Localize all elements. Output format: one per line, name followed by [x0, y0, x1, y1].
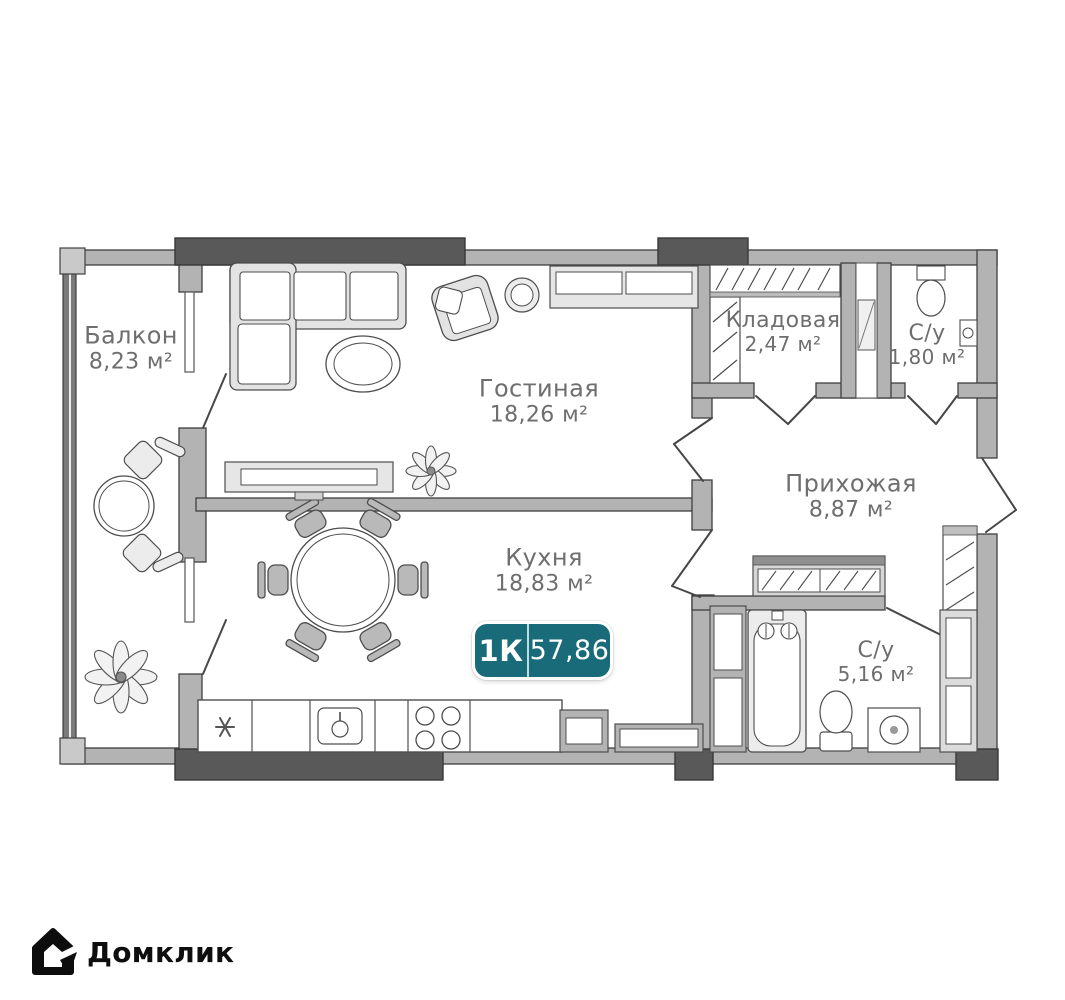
room-name: С/у [908, 320, 946, 346]
room-label-kitchen: Кухня 18,83 м² [494, 543, 594, 597]
domclick-logo-text: Домклик [87, 935, 235, 969]
room-area: 8,87 м² [808, 497, 894, 523]
room-label-wc-small: С/у 1,80 м² [889, 322, 966, 368]
room-name: Кладовая [725, 307, 841, 333]
room-area: 18,83 м² [494, 571, 594, 597]
room-area: 5,16 м² [837, 661, 915, 686]
room-area: 2,47 м² [744, 331, 822, 356]
room-area: 18,26 м² [489, 402, 589, 428]
room-area: 1,80 м² [888, 344, 966, 369]
room-label-hallway: Прихожая 8,87 м² [785, 469, 917, 523]
domclick-logo: Домклик [30, 927, 234, 977]
room-name: Балкон [84, 321, 178, 350]
room-label-balcony: Балкон 8,23 м² [84, 321, 178, 375]
room-label-wc-large: С/у 5,16 м² [838, 639, 915, 685]
room-area: 8,23 м² [88, 349, 174, 375]
room-label-living: Гостиная 18,26 м² [478, 374, 600, 428]
room-name: Кухня [505, 543, 583, 572]
room-label-storage: Кладовая 2,47 м² [726, 309, 841, 355]
total-area-label: 57,86 [529, 635, 610, 666]
room-name: С/у [857, 637, 895, 663]
room-count-label: 1К [478, 633, 524, 668]
apartment-type-badge: 1К 57,86 [472, 621, 613, 680]
badge-divider [527, 624, 529, 677]
domclick-house-icon [32, 928, 78, 975]
room-name: Гостиная [478, 374, 600, 403]
room-name: Прихожая [785, 469, 917, 498]
